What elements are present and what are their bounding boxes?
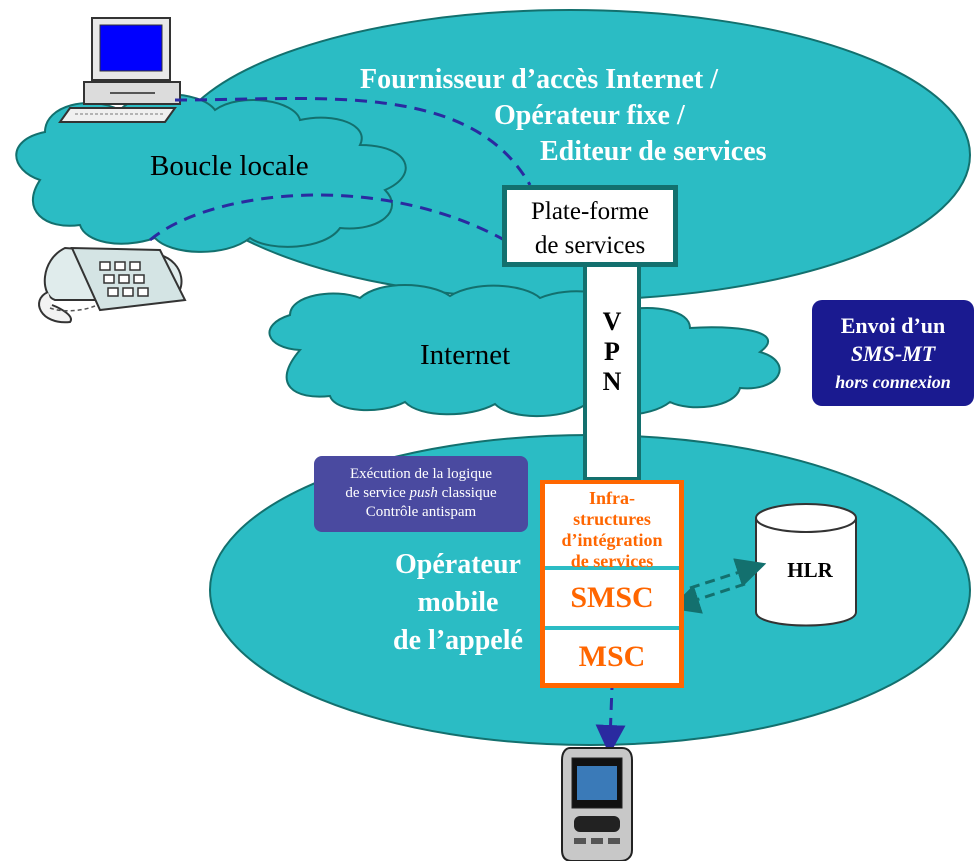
phone-link [149,193,509,244]
vpn-letter-p: P [604,337,620,366]
infra-line3: d’intégration [561,530,663,550]
hlr-links [669,558,767,614]
exec-line2: de service push classique [314,484,528,503]
computer-icon [58,17,181,123]
exec-line2-push: push [409,485,438,501]
exec-line2-c: classique [437,485,497,501]
hlr-database-icon [755,503,857,627]
infra-line4: de services [570,551,654,571]
internet-cloud [268,284,781,418]
infra-line1: Infra- [589,488,635,508]
envoi-sms-mt-box: Envoi d’un SMS-MT hors connexion [812,300,974,406]
exec-line1: Exécution de la logique [349,466,493,482]
infrastructures-box: Infra- structures d’intégration de servi… [545,484,679,571]
isp-title-line1: Fournisseur d’accès Internet / [360,64,718,95]
exec-line2-a: de service [345,485,410,501]
vpn-tunnel: V P N [583,267,641,481]
isp-title: Fournisseur d’accès Internet / Opérateur… [360,62,840,170]
plateforme-line1: Plate-forme [530,198,649,225]
exec-line3: Contrôle antispam [365,504,477,520]
mobile-operator-line2: mobile [417,587,499,618]
mobile-operator-line1: Opérateur [395,549,521,580]
execution-note: Exécution de la logique de service push … [314,456,528,532]
mobile-phone-icon [561,747,633,861]
plateforme-line2: de services [534,232,646,259]
smsc-box: SMSC [545,570,679,626]
vpn-letter-v: V [602,307,622,336]
envoi-line1: Envoi d’un [840,313,946,338]
infra-line2: structures [573,509,651,529]
boucle-locale-label: Boucle locale [150,150,309,182]
mobile-operator-title: Opérateur mobile de l’appelé [358,546,558,660]
isp-title-line2: Opérateur fixe / [494,100,685,131]
envoi-line3: hors connexion [835,372,951,392]
msc-box: MSC [545,630,679,683]
mobile-operator-line3: de l’appelé [393,625,523,656]
plateforme-services-box: Plate-forme de services [502,185,678,267]
vpn-letter-n: N [602,367,622,396]
isp-title-line3: Editeur de services [540,136,767,167]
telephone-icon [38,246,187,324]
envoi-line2: SMS-MT [850,341,936,366]
computer-link [174,96,532,186]
internet-label: Internet [420,339,511,371]
hlr-label: HLR [787,558,833,582]
